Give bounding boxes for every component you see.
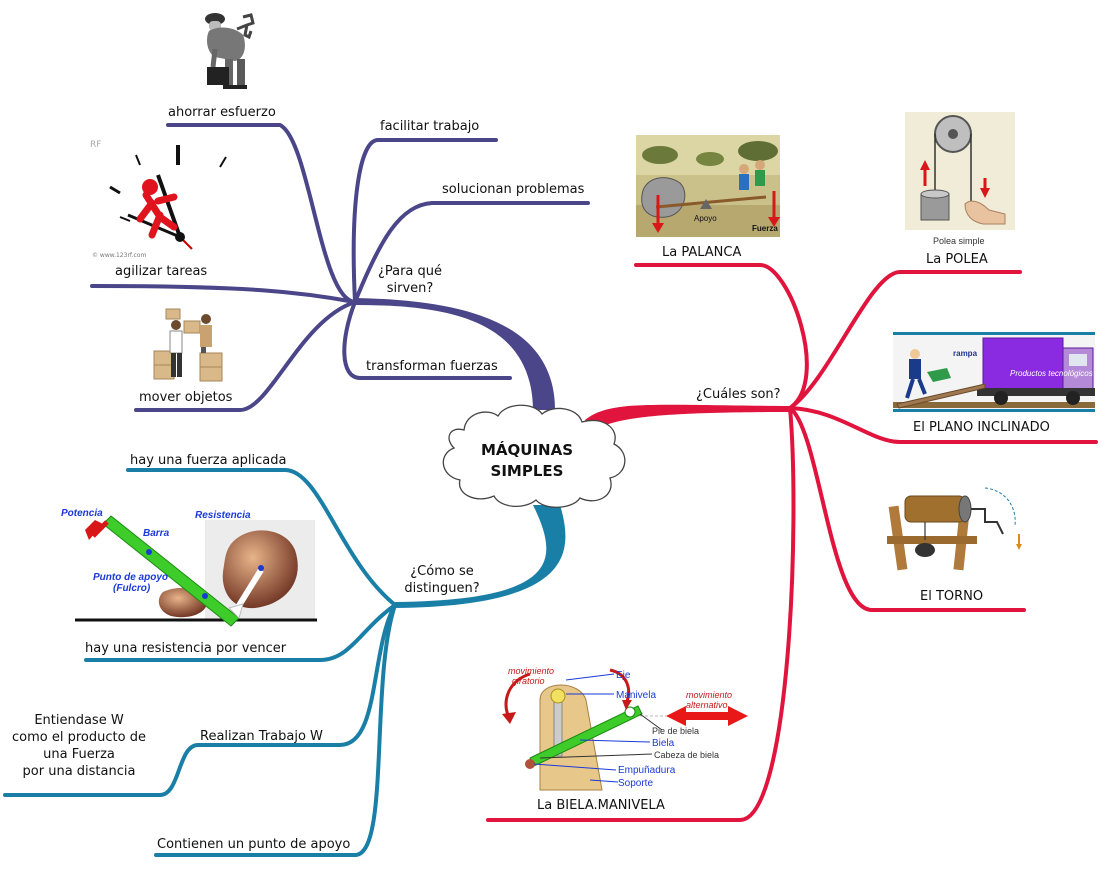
purple-branch-lines: [90, 123, 590, 412]
link-torno: [788, 406, 1026, 612]
link-agilizar: [90, 284, 357, 304]
topic-agilizar-tareas[interactable]: agilizar tareas: [115, 264, 208, 279]
plano-rampa-label: rampa: [953, 349, 978, 358]
topic-la-biela-manivela[interactable]: La BIELA.MANIVELA: [537, 798, 665, 813]
palanca-apoyo-label: Apoyo: [694, 214, 717, 223]
biela-cabeza: Cabeza de biela: [654, 750, 719, 760]
topic-resistencia-vencer[interactable]: hay una resistencia por vencer: [85, 641, 287, 656]
palanca-fuerza-label: Fuerza: [752, 224, 778, 233]
central-topic-line2: SIMPLES: [490, 462, 564, 480]
link-palanca: [634, 263, 809, 410]
link-trabajo: [3, 603, 397, 797]
link-biela: [486, 406, 796, 822]
biela-mov-alt-2: alternativo: [686, 700, 728, 710]
topic-facilitar-trabajo[interactable]: facilitar trabajo: [380, 119, 480, 134]
biela-manivela-image: movimiento giratorio Eje Manivela movimi…: [502, 666, 748, 791]
biela-manivela: Manivela: [616, 690, 656, 701]
clock-runner-icon: RF © www.123rf.com: [90, 140, 227, 259]
note-line3: una Fuerza: [43, 747, 115, 762]
central-topic-line1: MÁQUINAS: [480, 441, 573, 459]
topic-como-se-distinguen[interactable]: ¿Cómo se distinguen?: [404, 564, 480, 596]
topic-transforman-fuerzas[interactable]: transforman fuerzas: [366, 359, 498, 374]
topic-mover-objetos[interactable]: mover objetos: [139, 390, 233, 405]
red-main-trunk: [585, 404, 790, 432]
clock-rf-mark: RF: [90, 140, 101, 150]
biela-soporte: Soporte: [618, 778, 653, 789]
topic-la-palanca[interactable]: La PALANCA: [662, 245, 742, 260]
polea-caption: Polea simple: [933, 236, 985, 246]
lever-barra-label: Barra: [143, 528, 170, 539]
businessman-icon: [205, 13, 255, 89]
note-line2: como el producto de: [12, 730, 146, 745]
topic-solucionan-problemas[interactable]: solucionan problemas: [442, 182, 585, 197]
red-branch-lines: [486, 263, 1098, 822]
topic-fuerza-aplicada[interactable]: hay una fuerza aplicada: [130, 453, 287, 468]
blue-main-trunk: [395, 505, 566, 608]
polea-image: Polea simple: [905, 112, 1015, 246]
plano-inclinado-image: rampa Productos tecnológicos: [893, 332, 1095, 412]
biela-eje: Eje: [616, 670, 631, 681]
note-line4: por una distancia: [22, 764, 136, 779]
link-transforman: [342, 300, 512, 380]
lever-resistencia-label: Resistencia: [195, 510, 251, 521]
link-polea: [788, 270, 1022, 410]
central-cloud-shape: [442, 404, 626, 508]
biela-pie: Pie de biela: [652, 726, 699, 736]
lever-fulcro-label: (Fulcro): [113, 583, 151, 594]
link-mover: [134, 300, 357, 412]
clock-credit: © www.123rf.com: [92, 252, 146, 259]
palanca-image: Apoyo Fuerza: [636, 135, 780, 237]
link-plano: [788, 406, 1098, 444]
note-trabajo[interactable]: Entiendase W como el producto de una Fue…: [6, 712, 152, 780]
note-line1: Entiendase W: [34, 713, 124, 728]
topic-cuales-son[interactable]: ¿Cuáles son?: [696, 387, 781, 402]
topic-el-plano-inclinado[interactable]: El PLANO INCLINADO: [913, 420, 1050, 435]
link-solucionan: [353, 201, 590, 304]
moving-boxes-icon: [153, 308, 223, 382]
lever-potencia-label: Potencia: [61, 508, 103, 519]
blue-branch-lines: [3, 468, 566, 857]
link-apoyo: [154, 603, 397, 857]
biela-biela: Biela: [652, 738, 675, 749]
topic-la-polea[interactable]: La POLEA: [926, 252, 988, 267]
biela-mov-gir-2: giratorio: [512, 676, 545, 686]
plano-truck-label: Productos tecnológicos: [1010, 369, 1093, 378]
biela-mov-gir-1: movimiento: [508, 666, 554, 676]
link-facilitar: [351, 138, 498, 304]
topic-ahorrar-esfuerzo[interactable]: ahorrar esfuerzo: [168, 105, 276, 120]
lever-diagram-image: Potencia Barra Resistencia Punto de apoy…: [61, 508, 317, 627]
lever-apoyo-label: Punto de apoyo: [93, 572, 168, 583]
topic-punto-apoyo[interactable]: Contienen un punto de apoyo: [157, 837, 351, 852]
topic-realizan-trabajo[interactable]: Realizan Trabajo W: [200, 729, 323, 744]
topic-para-que[interactable]: ¿Para qué sirven?: [377, 264, 443, 296]
link-resistencia: [84, 603, 397, 662]
torno-image: [887, 487, 1022, 571]
link-fuerza: [126, 468, 397, 607]
topic-el-torno[interactable]: El TORNO: [920, 589, 984, 604]
biela-empunadura: Empuñadura: [618, 765, 676, 776]
purple-main-trunk: [355, 298, 555, 410]
link-ahorrar: [166, 123, 357, 304]
biela-mov-alt-1: movimiento: [686, 690, 732, 700]
central-topic[interactable]: MÁQUINAS SIMPLES: [452, 440, 602, 482]
